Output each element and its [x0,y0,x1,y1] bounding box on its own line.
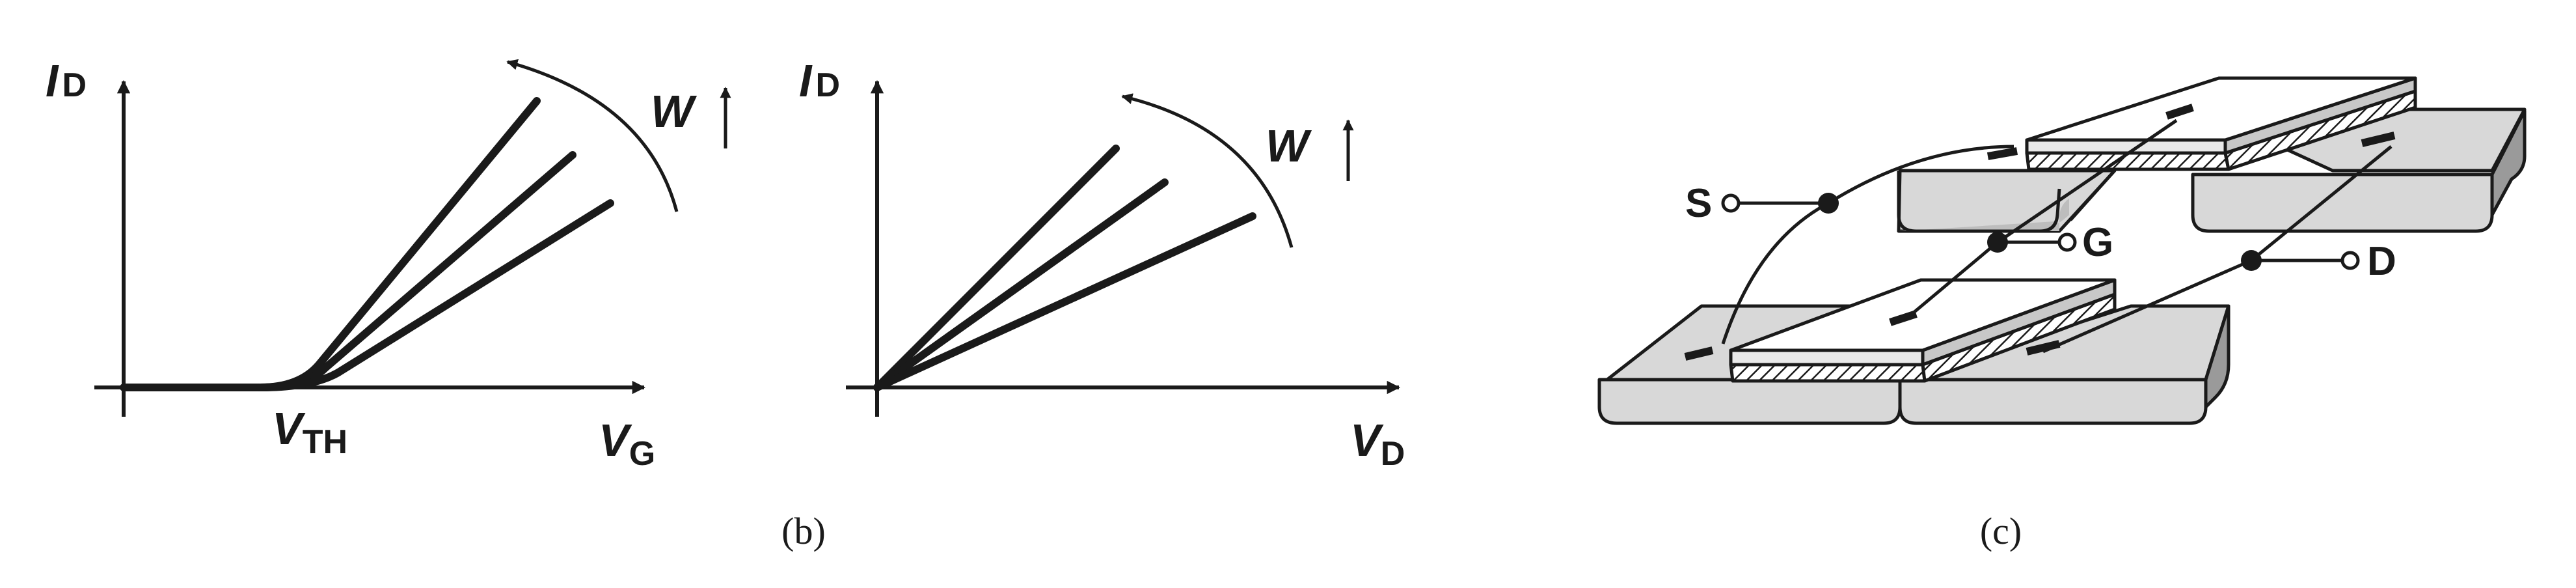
output-line-medium [873,178,1169,391]
source-label: S [1685,181,1712,226]
upper-gate [2025,76,2417,171]
gate-terminal [2057,232,2077,252]
transistor-structure [1597,76,2527,425]
lower-gate [1729,278,2117,383]
width-increase-arrow [1121,93,1294,248]
caption-c: (c) [1980,510,2022,552]
x-axis-label: VD [1350,415,1405,473]
output-line-wide [873,145,1120,391]
source-terminal [1721,193,1741,213]
caption-b: (b) [781,510,826,552]
x-axis-label: VG [599,415,655,473]
transfer-curve-medium [256,151,576,391]
drain-junction-dot [2241,250,2262,271]
width-increase-arrow [506,59,679,212]
width-param-label: W [1266,120,1312,171]
output-line-narrow [873,212,1256,391]
gate-junction-dot [1987,232,2008,253]
source-junction-dot [1818,193,1839,214]
upper-drain-mark [2361,132,2396,147]
gate-label: G [2082,220,2113,265]
drain-label: D [2367,239,2396,284]
lower-source-mark [1684,346,1714,361]
drain-terminal [2340,251,2360,270]
width-param-label: W [651,86,698,137]
threshold-label: VTH [272,403,347,461]
transfer-curve-narrow [256,199,614,391]
upper-source-mark [1986,147,2018,160]
